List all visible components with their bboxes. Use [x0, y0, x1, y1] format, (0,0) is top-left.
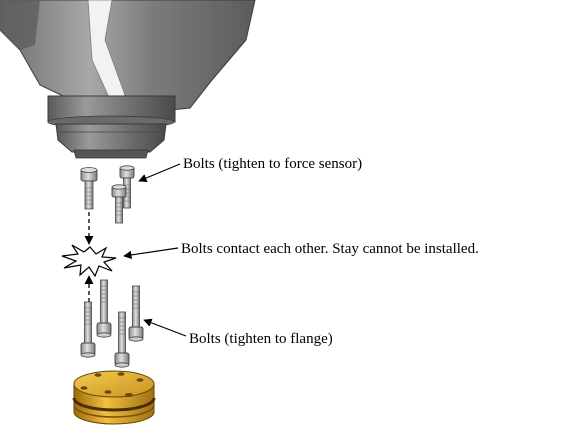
bolt-icon — [80, 167, 98, 210]
leader-arrow-flange — [143, 318, 187, 337]
label-bolts-contact: Bolts contact each other. Stay cannot be… — [181, 241, 479, 257]
label-bolts-flange: Bolts (tighten to flange) — [189, 331, 333, 347]
robot-wrist-icon — [0, 0, 256, 159]
leader-arrow-contact — [123, 247, 179, 260]
label-bolts-force-sensor: Bolts (tighten to force sensor) — [183, 156, 363, 172]
bolt-icon — [111, 184, 127, 224]
bolt-icon — [114, 311, 130, 368]
collision-burst-icon — [61, 244, 117, 278]
bolt-icon — [96, 279, 112, 338]
bolt-icon — [128, 285, 144, 342]
bolt-icon — [80, 301, 96, 358]
flange-disc-icon — [72, 370, 156, 425]
leader-arrow-force-sensor — [138, 163, 181, 182]
